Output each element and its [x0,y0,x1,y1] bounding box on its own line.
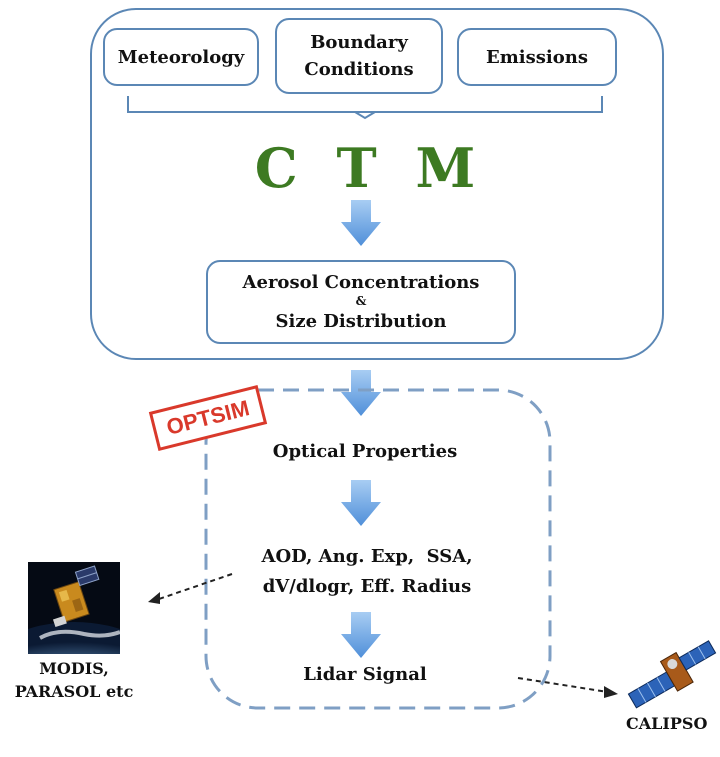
boundary-label-line1: Boundary [310,32,408,53]
down-arrow-icon [341,612,381,658]
input-bracket [127,96,603,120]
down-arrow-icon [341,480,381,526]
aerosol-line3: Size Distribution [275,310,447,332]
dashed-arrow-calipso [517,677,618,698]
products-label: AOD, Ang. Exp, SSA, dV/dlogr, Eff. Radiu… [222,542,512,601]
modis-line2: PARASOL etc [14,682,134,702]
calipso-caption: CALIPSO [626,714,708,733]
meteorology-box: Meteorology [103,28,259,86]
aerosol-ampersand: & [355,294,367,309]
meteorology-label: Meteorology [117,46,245,68]
dashed-arrow-modis [148,573,233,604]
ctm-container [90,8,664,360]
products-line1: AOD, Ang. Exp, SSA, [261,546,473,567]
lidar-signal-label: Lidar Signal [303,664,427,685]
ctm-title: C T M [254,136,486,200]
optsim-container [204,388,552,710]
aerosol-line1: Aerosol Concentrations [242,271,480,293]
aerosol-box: Aerosol Concentrations & Size Distributi… [206,260,516,344]
emissions-label: Emissions [486,46,588,68]
optical-properties-label: Optical Properties [272,441,458,462]
boundary-label-line2: Conditions [304,59,414,80]
modis-caption: MODIS, PARASOL etc [0,657,148,703]
emissions-box: Emissions [457,28,617,86]
modis-line1: MODIS, [39,659,109,678]
boundary-conditions-box: Boundary Conditions [275,18,443,94]
down-arrow-icon [341,200,381,246]
modis-satellite-icon [28,562,120,654]
products-line2: dV/dlogr, Eff. Radius [262,575,472,597]
calipso-satellite-icon [627,640,717,709]
down-arrow-icon [341,370,381,416]
